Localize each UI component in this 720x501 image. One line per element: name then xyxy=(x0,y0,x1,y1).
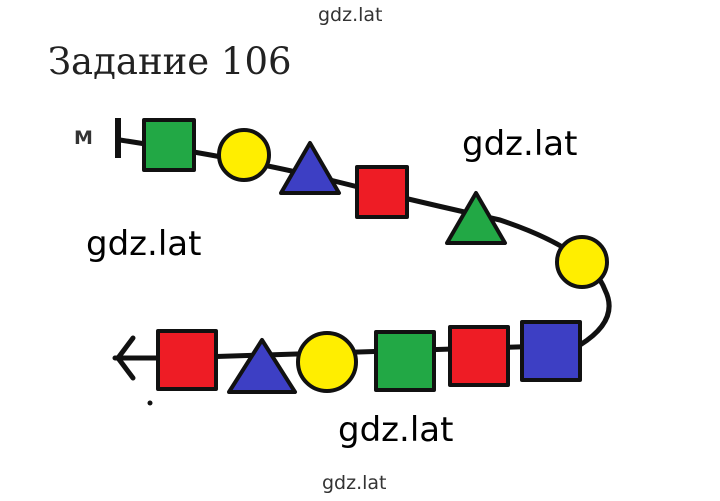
shape-2-yellow-circle xyxy=(217,128,271,182)
watermark-bottom-center: gdz.lat xyxy=(338,410,454,450)
shape-11-blue-triangle xyxy=(227,338,297,394)
start-label: М xyxy=(74,127,93,149)
shape-6-yellow-circle xyxy=(555,235,609,289)
watermark-top: gdz.lat xyxy=(318,4,383,26)
shape-4-red-square xyxy=(355,165,409,219)
shape-1-green-square xyxy=(142,118,196,172)
shape-12-red-square xyxy=(156,329,218,391)
watermark-footer: gdz.lat xyxy=(322,472,387,494)
shape-5-green-triangle xyxy=(445,191,507,245)
end-arrow xyxy=(115,335,136,381)
shape-8-red-square xyxy=(448,325,510,387)
shape-7-blue-square xyxy=(520,320,582,382)
shape-sequence xyxy=(142,118,609,394)
shape-3-blue-triangle xyxy=(279,141,341,195)
shape-9-green-square xyxy=(374,330,436,392)
watermark-right: gdz.lat xyxy=(462,124,578,164)
watermark-left: gdz.lat xyxy=(86,224,202,264)
shape-10-yellow-circle xyxy=(296,331,358,393)
page-title: Задание 106 xyxy=(48,40,292,83)
dot-mark xyxy=(147,400,153,406)
